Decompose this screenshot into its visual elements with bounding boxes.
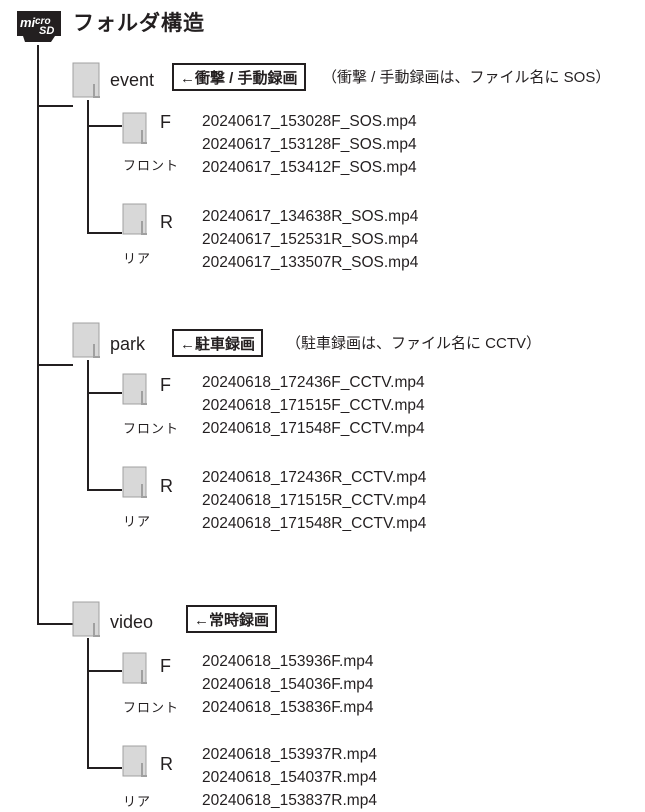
tree-trunk [37, 45, 39, 625]
file-list-video-r: 20240618_153937R.mp4 20240618_154037R.mp… [202, 743, 377, 812]
sub-caption-video-r: リア [123, 794, 152, 809]
sub-caption-video-f: フロント [123, 700, 180, 715]
sub-caption-park-f: フロント [123, 421, 180, 436]
tag-park: ←駐車録画 [172, 329, 264, 357]
svg-text:SD: SD [39, 25, 54, 37]
folder-name-event: event [110, 70, 155, 90]
folder-name-video: video [110, 612, 154, 632]
branch-event [37, 105, 73, 107]
file-item: 20240618_154036F.mp4 [202, 676, 374, 693]
file-item: 20240618_153936F.mp4 [202, 653, 374, 670]
file-item: 20240617_152531R_SOS.mp4 [202, 231, 419, 248]
file-list-event-r: 20240617_134638R_SOS.mp4 20240617_152531… [202, 205, 418, 274]
file-item: 20240618_153837R.mp4 [202, 792, 377, 809]
sub-label-park-r: R [160, 476, 173, 496]
file-item: 20240618_172436F_CCTV.mp4 [202, 374, 425, 391]
sub-label-video-r: R [160, 754, 173, 774]
file-list-park-r: 20240618_172436R_CCTV.mp4 20240618_17151… [202, 466, 426, 535]
file-item: 20240617_134638R_SOS.mp4 [202, 208, 419, 225]
subfolder-icon [122, 466, 149, 500]
subfolder-icon [122, 745, 149, 779]
file-item: 20240617_153128F_SOS.mp4 [202, 136, 417, 153]
file-item: 20240618_171548F_CCTV.mp4 [202, 420, 425, 437]
branch-park-f [87, 392, 122, 394]
sub-trunk-video [87, 638, 89, 769]
file-item: 20240617_153412F_SOS.mp4 [202, 159, 417, 176]
branch-video-f [87, 670, 122, 672]
branch-park [37, 364, 73, 366]
svg-text:cro: cro [35, 16, 51, 27]
sub-label-park-f: F [160, 375, 171, 395]
branch-park-r [87, 489, 122, 491]
subfolder-icon [122, 373, 149, 407]
folder-icon [72, 322, 102, 360]
sub-trunk-park [87, 360, 89, 491]
note-event: （衝撃 / 手動録画は、ファイル名に SOS） [322, 69, 611, 86]
folder-icon [72, 601, 102, 639]
file-item: 20240618_153836F.mp4 [202, 699, 374, 716]
svg-text:mi: mi [20, 15, 36, 30]
sub-caption-event-r: リア [123, 251, 152, 266]
file-item: 20240618_171515F_CCTV.mp4 [202, 397, 425, 414]
file-item: 20240618_171515R_CCTV.mp4 [202, 492, 427, 509]
page-title: フォルダ構造 [73, 12, 205, 35]
branch-video-r [87, 767, 122, 769]
tag-event: ←衝撃 / 手動録画 [172, 63, 306, 91]
file-item: 20240617_153028F_SOS.mp4 [202, 113, 417, 130]
file-item: 20240618_153937R.mp4 [202, 746, 377, 763]
sub-caption-event-f: フロント [123, 158, 180, 173]
microsd-logo: mi cro SD [15, 9, 63, 44]
branch-event-r [87, 232, 122, 234]
sub-trunk-event [87, 100, 89, 234]
branch-event-f [87, 125, 122, 127]
note-park: （駐車録画は、ファイル名に CCTV） [286, 335, 542, 352]
tag-video: ←常時録画 [186, 605, 278, 633]
file-item: 20240618_172436R_CCTV.mp4 [202, 469, 427, 486]
branch-video [37, 623, 73, 625]
file-list-event-f: 20240617_153028F_SOS.mp4 20240617_153128… [202, 110, 417, 179]
folder-name-park: park [110, 334, 146, 354]
sub-label-event-f: F [160, 112, 171, 132]
sub-label-video-f: F [160, 656, 171, 676]
subfolder-icon [122, 112, 149, 146]
file-item: 20240618_171548R_CCTV.mp4 [202, 515, 427, 532]
file-item: 20240617_133507R_SOS.mp4 [202, 254, 419, 271]
file-list-video-f: 20240618_153936F.mp4 20240618_154036F.mp… [202, 650, 374, 719]
subfolder-icon [122, 203, 149, 237]
file-list-park-f: 20240618_172436F_CCTV.mp4 20240618_17151… [202, 371, 425, 440]
sub-label-event-r: R [160, 212, 173, 232]
file-item: 20240618_154037R.mp4 [202, 769, 377, 786]
sub-caption-park-r: リア [123, 514, 152, 529]
subfolder-icon [122, 652, 149, 686]
folder-icon [72, 62, 102, 100]
